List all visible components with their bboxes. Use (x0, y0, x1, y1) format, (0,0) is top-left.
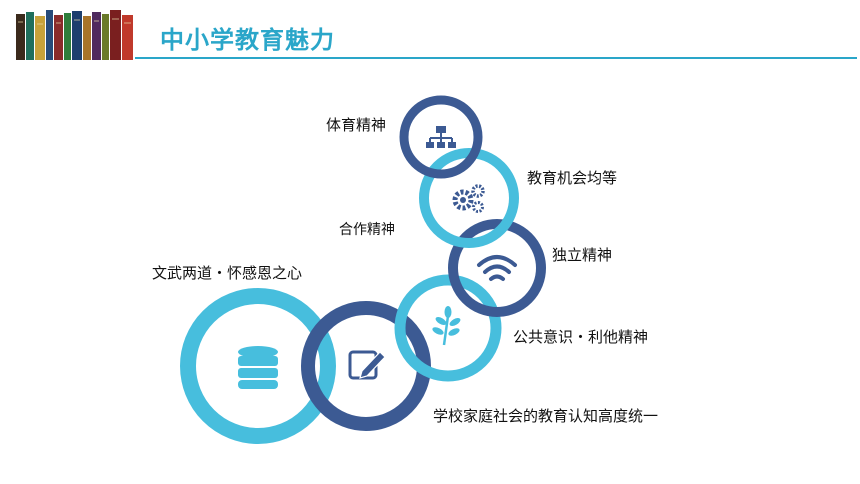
label-unity: 学校家庭社会的教育认知高度统一 (433, 407, 659, 425)
wifi-icon (477, 255, 517, 281)
database-icon (238, 346, 278, 389)
sprout-icon (432, 306, 461, 346)
books-logo (16, 10, 133, 60)
page-title: 中小学教育魅力 (160, 26, 335, 54)
ring-sprout (394, 274, 502, 382)
label-sports: 体育精神 (326, 116, 387, 134)
hierarchy-icon (426, 126, 456, 148)
ring-hierarchy (399, 95, 483, 179)
label-public-awareness: 公共意识・利他精神 (513, 328, 649, 346)
ring-database (180, 288, 336, 444)
edit-icon (348, 350, 386, 380)
ring-wifi (448, 219, 546, 317)
title-divider (135, 57, 857, 59)
gears-icon (452, 184, 485, 213)
label-cooperation: 合作精神 (339, 222, 395, 238)
label-civility: 文武两道・怀感恩之心 (152, 264, 303, 282)
ring-gears (419, 148, 519, 248)
label-independence: 独立精神 (552, 246, 613, 264)
label-equal-opportunity: 教育机会均等 (527, 169, 618, 187)
